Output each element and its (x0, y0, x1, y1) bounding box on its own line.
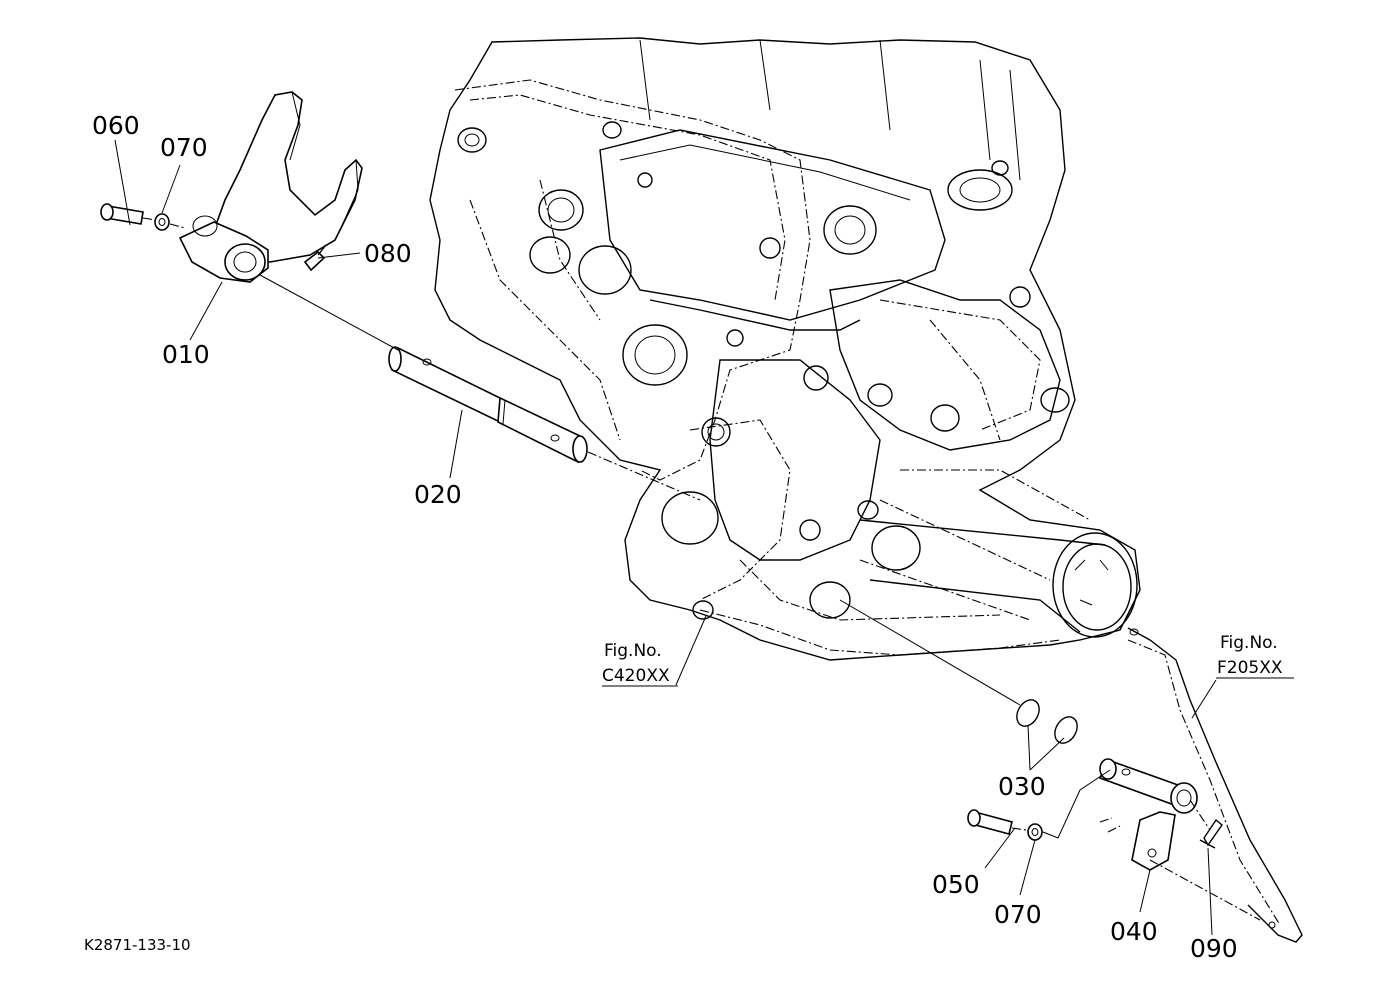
part-labels: 060 070 080 010 020 030 050 070 040 090 (92, 111, 1238, 963)
fig-ref-right-line1: Fig.No. (1220, 633, 1278, 653)
washer-070-top (154, 213, 170, 231)
linkage-rod (1127, 627, 1303, 943)
arm-dash-detail (1099, 817, 1121, 833)
label-080: 080 (364, 239, 412, 268)
label-020: 020 (414, 480, 462, 509)
pin-060 (100, 203, 144, 225)
washer-070-bottom (1027, 823, 1043, 841)
split-pin-080 (303, 244, 327, 272)
rod-axis-line-lower (587, 451, 701, 501)
label-070-bottom: 070 (994, 900, 1042, 929)
rod-axis-line-upper (259, 274, 399, 351)
shift-arm-040 (1098, 758, 1198, 871)
fig-ref-left-line1: Fig.No. (604, 641, 662, 661)
figure-reference-left: Fig.No. C420XX (602, 641, 670, 686)
transmission-housing (429, 37, 1141, 661)
label-050: 050 (932, 870, 980, 899)
leader-lines (114, 139, 1294, 936)
label-030: 030 (998, 772, 1046, 801)
label-070-top: 070 (160, 133, 208, 162)
o-rings-030 (1016, 699, 1078, 744)
label-060: 060 (92, 111, 140, 140)
arm-to-rod-line (1149, 859, 1261, 921)
clip-090 (1199, 818, 1223, 849)
washer-leader-line (1042, 769, 1111, 839)
fig-ref-right-line2: F205XX (1217, 658, 1283, 678)
shaft-axis-line (839, 599, 1021, 706)
drawing-code: K2871-133-10 (84, 936, 191, 954)
figure-reference-right: Fig.No. F205XX (1217, 633, 1283, 678)
label-040: 040 (1110, 917, 1158, 946)
label-090: 090 (1190, 934, 1238, 963)
shift-fork-010 (178, 91, 363, 283)
housing-bores (457, 121, 1138, 638)
fig-ref-left-line2: C420XX (602, 666, 670, 686)
pin-050 (967, 809, 1013, 835)
pin-axis-line (142, 217, 186, 229)
label-010: 010 (162, 340, 210, 369)
clip-axis-line (1189, 799, 1211, 831)
shift-rod-020 (388, 346, 588, 464)
